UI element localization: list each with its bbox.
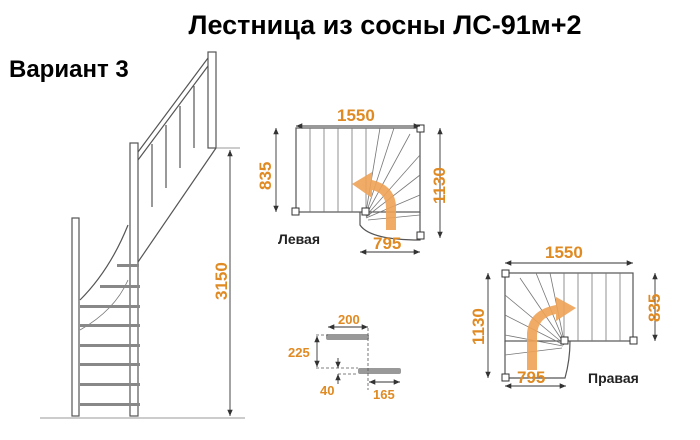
svg-text:40: 40 [320, 383, 334, 398]
middle-post [129, 142, 139, 417]
stringer [137, 147, 217, 263]
top-post [207, 51, 217, 149]
svg-text:835: 835 [256, 162, 275, 190]
width-dimension: 1550 [337, 106, 375, 125]
svg-text:225: 225 [288, 345, 310, 360]
svg-text:795: 795 [373, 234, 401, 253]
upper-tread [326, 334, 369, 340]
svg-text:200: 200 [338, 312, 360, 327]
plan-right: 1550 835 1130 795 Правая [469, 243, 664, 389]
plan-left-label: Левая [278, 231, 320, 247]
svg-text:1130: 1130 [430, 167, 449, 204]
svg-text:835: 835 [645, 294, 664, 322]
height-dimension: 3150 [212, 262, 231, 300]
page-title: Лестница из сосны ЛС-91м+2 [188, 10, 582, 40]
step-detail: 200 225 40 165 [288, 312, 401, 402]
handrail [137, 57, 209, 153]
svg-text:165: 165 [373, 387, 395, 402]
svg-text:1130: 1130 [469, 308, 488, 345]
lower-tread [358, 368, 401, 374]
side-elevation: 3150 [40, 51, 245, 419]
winder-curve [79, 224, 129, 301]
svg-text:795: 795 [517, 368, 545, 387]
plan-right-label: Правая [588, 370, 639, 386]
lower-post [71, 217, 80, 417]
turn-arrow-left [352, 172, 396, 230]
balusters [151, 86, 195, 207]
treads [80, 264, 140, 406]
plan-left: 1550 835 1130 795 Левая [256, 106, 449, 255]
variant-label: Вариант 3 [9, 56, 129, 83]
turn-arrow-right [527, 297, 576, 370]
svg-text:1550: 1550 [545, 243, 583, 262]
